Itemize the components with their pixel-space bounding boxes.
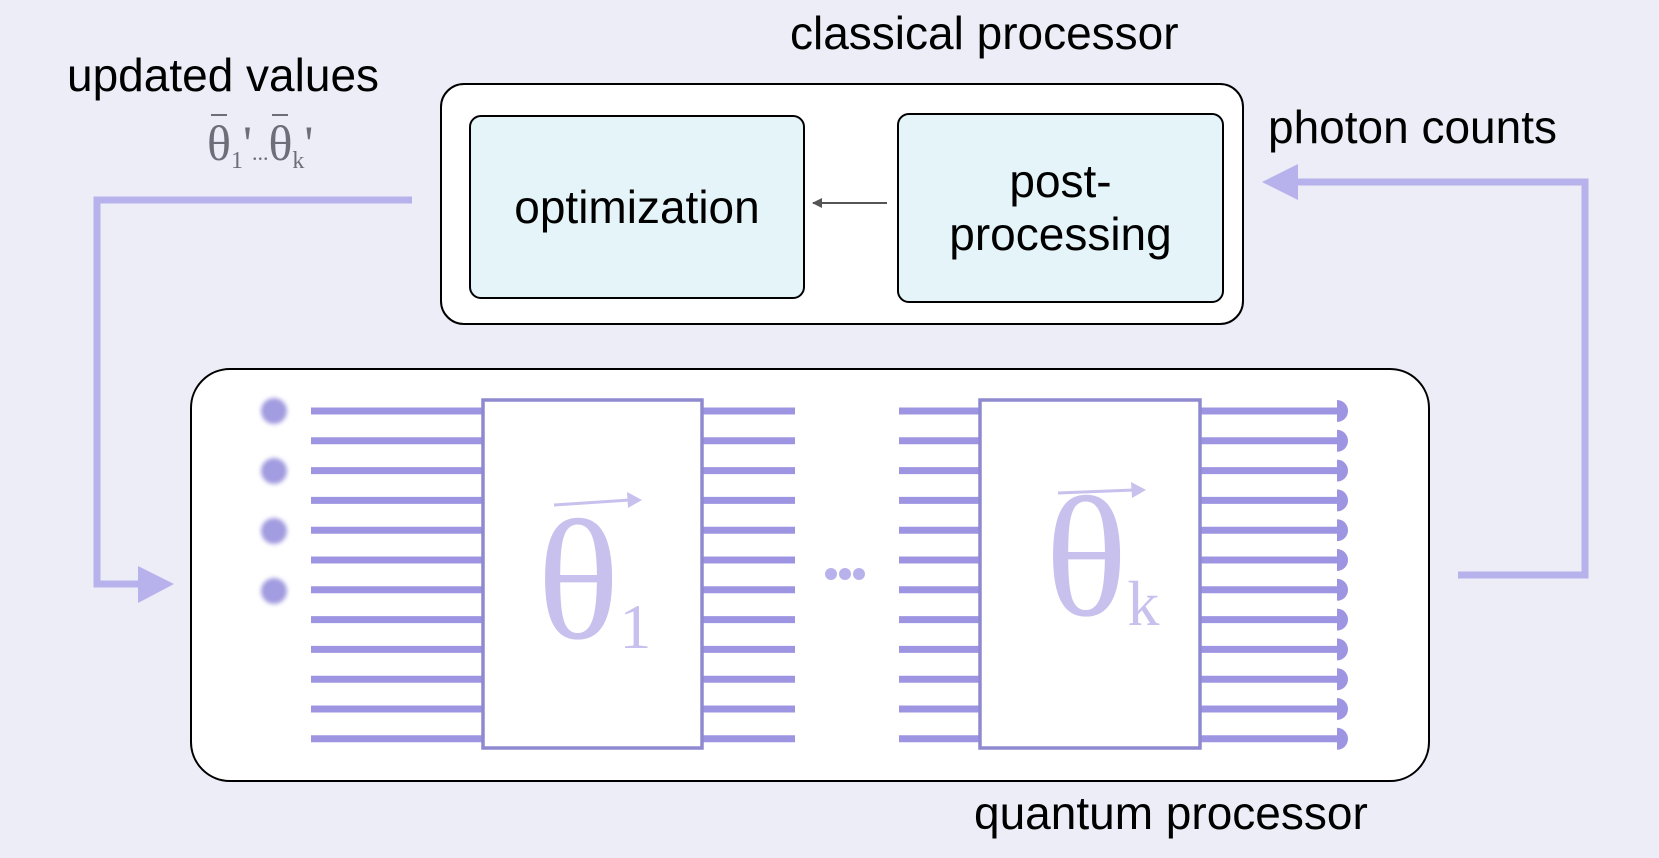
detector [1337, 400, 1348, 422]
detector [1337, 519, 1348, 542]
theta-1-symbol: θ1 [537, 495, 651, 667]
post-processing-label: post- processing [949, 155, 1172, 260]
classical-processor-label: classical processor [790, 7, 1179, 59]
photon-source [261, 578, 287, 604]
photon-sources [261, 398, 287, 604]
detector [1337, 429, 1348, 452]
optimization-box: optimization [469, 115, 805, 299]
quantum-processor-box [190, 368, 1430, 782]
updated-theta-last-subscript: k [292, 148, 305, 174]
detector [1337, 698, 1348, 720]
updated-values-arrowhead [138, 566, 174, 603]
photon-source [261, 518, 287, 544]
photon-source [261, 398, 287, 424]
updated-parameters-symbol: θ1'...θk' [207, 114, 314, 174]
detector [1337, 549, 1348, 571]
updated-theta-first-subscript: 1 [230, 148, 243, 174]
theta-k-subscript: k [1127, 568, 1160, 639]
theta-k-symbol: θk [1045, 472, 1159, 644]
updated-theta-last: θ [268, 115, 293, 171]
detector [1337, 727, 1348, 750]
block-ellipsis [825, 568, 865, 580]
updated-theta-separator: ... [251, 140, 269, 165]
circuit-block-k [978, 398, 1202, 750]
detector [1337, 608, 1348, 631]
vector-arrow-1 [553, 492, 642, 508]
detector [1337, 638, 1348, 661]
waveguides [311, 407, 1340, 743]
photon-source [261, 458, 287, 484]
post-processing-box: post- processing [897, 113, 1224, 303]
updated-values-label: updated values [67, 49, 380, 101]
detector [1337, 459, 1348, 482]
quantum-processor-label: quantum processor [974, 787, 1368, 839]
updated-values-loop [93, 196, 412, 588]
photon-counts-label: photon counts [1268, 101, 1558, 153]
photon-counts-loop [1296, 178, 1589, 579]
detector [1337, 668, 1348, 691]
theta-1-subscript: 1 [619, 591, 652, 662]
theta-1-glyph: θ [537, 486, 620, 676]
photon-counts-arrowhead [1262, 164, 1298, 200]
optimization-label: optimization [514, 180, 760, 233]
theta-k-glyph: θ [1045, 463, 1128, 653]
detector [1337, 578, 1348, 601]
detector [1337, 489, 1348, 512]
updated-theta-first: θ [207, 115, 231, 171]
circuit-block-1 [481, 398, 704, 750]
output-detectors [1337, 400, 1348, 750]
vector-arrow-k [1057, 482, 1146, 498]
